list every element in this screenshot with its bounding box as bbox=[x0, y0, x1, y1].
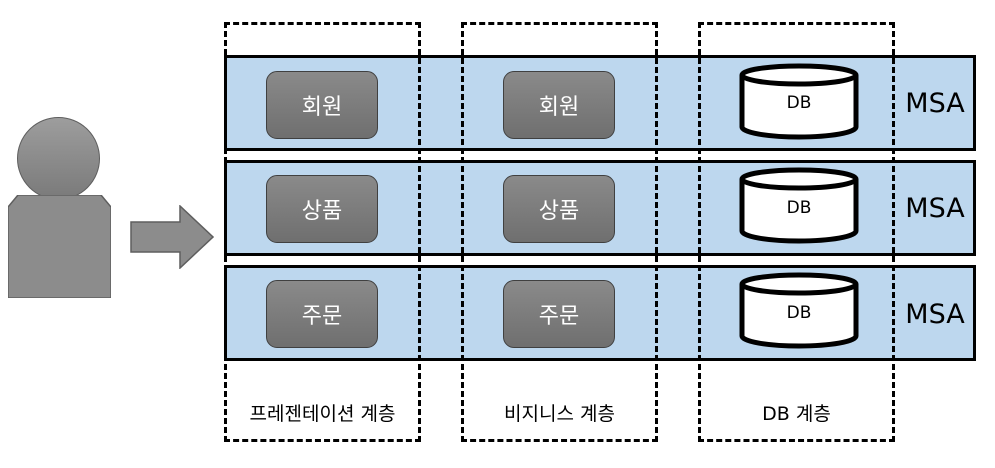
db-layer-frame bbox=[698, 22, 895, 442]
db-label: DB bbox=[786, 93, 812, 113]
db-layer-label: DB 계층 bbox=[762, 402, 831, 425]
business-service-product: 상품 bbox=[503, 175, 615, 243]
right-arrow-icon bbox=[130, 205, 214, 269]
user-icon-head bbox=[17, 117, 100, 200]
presentation-service-order: 주문 bbox=[266, 280, 378, 348]
user-icon bbox=[8, 195, 111, 298]
business-service-member: 회원 bbox=[503, 71, 615, 139]
presentation-layer-frame bbox=[224, 22, 421, 442]
database-icon bbox=[739, 272, 859, 349]
database-icon bbox=[739, 63, 859, 140]
presentation-service-product: 상품 bbox=[266, 175, 378, 243]
database-icon bbox=[739, 167, 859, 244]
db-label: DB bbox=[786, 198, 812, 218]
business-layer-frame bbox=[461, 22, 658, 442]
business-layer-label: 비지니스 계층 bbox=[504, 402, 615, 425]
business-service-order: 주문 bbox=[503, 280, 615, 348]
msa-label: MSA bbox=[905, 192, 965, 224]
presentation-layer-label: 프레젠테이션 계층 bbox=[249, 402, 396, 425]
msa-label: MSA bbox=[905, 87, 965, 119]
presentation-service-member: 회원 bbox=[266, 71, 378, 139]
msa-label: MSA bbox=[905, 298, 965, 330]
db-label: DB bbox=[786, 303, 812, 323]
